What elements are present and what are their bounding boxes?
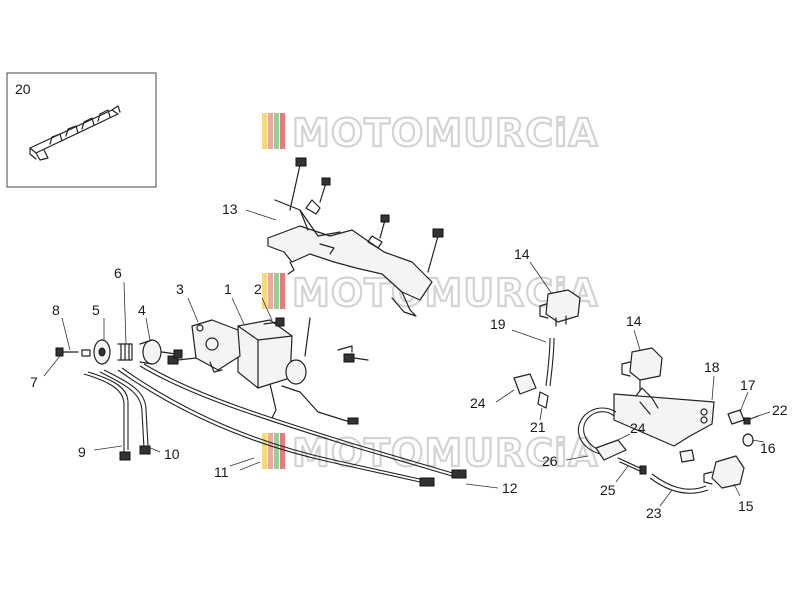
valve-part-lower xyxy=(621,347,663,391)
callout-2: 2 xyxy=(254,281,262,297)
fitting-part-21 xyxy=(537,391,549,409)
leader-lines xyxy=(43,209,771,507)
callout-5: 5 xyxy=(92,302,100,318)
actuator-part xyxy=(237,319,359,425)
mounting-plate-part xyxy=(167,319,241,373)
callout-10: 10 xyxy=(164,446,180,462)
callout-21: 21 xyxy=(530,419,546,435)
callout-7: 7 xyxy=(30,374,38,390)
callout-labels: 1 2 3 4 5 6 7 8 9 10 11 12 13 14 14 15 1… xyxy=(30,201,788,521)
watermark-text: MOTOMURCiA xyxy=(292,111,599,155)
callout-19: 19 xyxy=(490,316,506,332)
support-bracket-part xyxy=(267,157,444,317)
valve-part-15 xyxy=(703,455,745,489)
callout-4: 4 xyxy=(138,302,146,318)
nut-part-lower xyxy=(679,449,695,463)
watermark-stripe xyxy=(268,113,273,149)
watermark-stripe xyxy=(268,273,273,309)
bracket-plate-part-18 xyxy=(613,387,715,447)
callout-14-upper: 14 xyxy=(514,246,530,262)
callout-17: 17 xyxy=(740,377,756,393)
nut-part-17 xyxy=(727,409,745,425)
callout-8: 8 xyxy=(52,302,60,318)
wiring-clip-part xyxy=(29,105,121,161)
callout-6: 6 xyxy=(114,265,122,281)
callout-15: 15 xyxy=(738,498,754,514)
inset-label: 20 xyxy=(15,81,31,97)
watermark-stripe xyxy=(280,113,285,149)
cable-part-10 xyxy=(99,369,151,455)
watermark-stripe xyxy=(280,433,285,469)
watermark-stripe xyxy=(262,433,267,469)
callout-26: 26 xyxy=(542,453,558,469)
watermark-stripe xyxy=(268,433,273,469)
hose-part-26 xyxy=(577,407,617,455)
callout-16: 16 xyxy=(760,440,776,456)
fitting-part-25 xyxy=(617,457,647,475)
watermark-stripe xyxy=(274,113,279,149)
inset-frame xyxy=(6,72,157,188)
watermark-stripe xyxy=(280,273,285,309)
callout-22: 22 xyxy=(772,402,788,418)
callout-24-right: 24 xyxy=(630,420,646,436)
valve-part-upper xyxy=(539,289,581,327)
callout-13: 13 xyxy=(222,201,238,217)
callout-11: 11 xyxy=(214,464,229,480)
watermark-stripe xyxy=(262,273,267,309)
hose-part-19 xyxy=(545,337,555,387)
washer-part-16 xyxy=(742,433,754,447)
callout-24-left: 24 xyxy=(470,395,486,411)
screw-part-2 xyxy=(263,317,285,327)
callout-14-lower: 14 xyxy=(626,313,642,329)
screw-part-22 xyxy=(743,415,759,425)
callout-18: 18 xyxy=(704,359,720,375)
watermark-stripe xyxy=(262,113,267,149)
pulley-assembly-part xyxy=(55,339,183,365)
screw-part-bracket xyxy=(304,317,369,363)
filter-part-24-right xyxy=(595,439,627,461)
callout-25: 25 xyxy=(600,482,616,498)
watermark-stripe xyxy=(274,433,279,469)
callout-23: 23 xyxy=(646,505,662,521)
watermark-top: MOTOMURCiA xyxy=(262,110,599,156)
inset-panel: 20 xyxy=(6,72,157,188)
callout-1: 1 xyxy=(224,281,232,297)
watermark-bottom: MOTOMURCiA xyxy=(262,430,599,476)
cable-part-9 xyxy=(83,371,131,461)
cable-part-12 xyxy=(139,363,467,479)
watermark-stripe xyxy=(274,273,279,309)
cable-part-11 xyxy=(117,367,435,487)
callout-9: 9 xyxy=(78,444,86,460)
callout-12: 12 xyxy=(502,480,518,496)
callout-3: 3 xyxy=(176,281,184,297)
connector-part-24-left xyxy=(513,373,537,395)
hose-part-23 xyxy=(649,473,709,494)
watermark-text: MOTOMURCiA xyxy=(292,431,599,475)
